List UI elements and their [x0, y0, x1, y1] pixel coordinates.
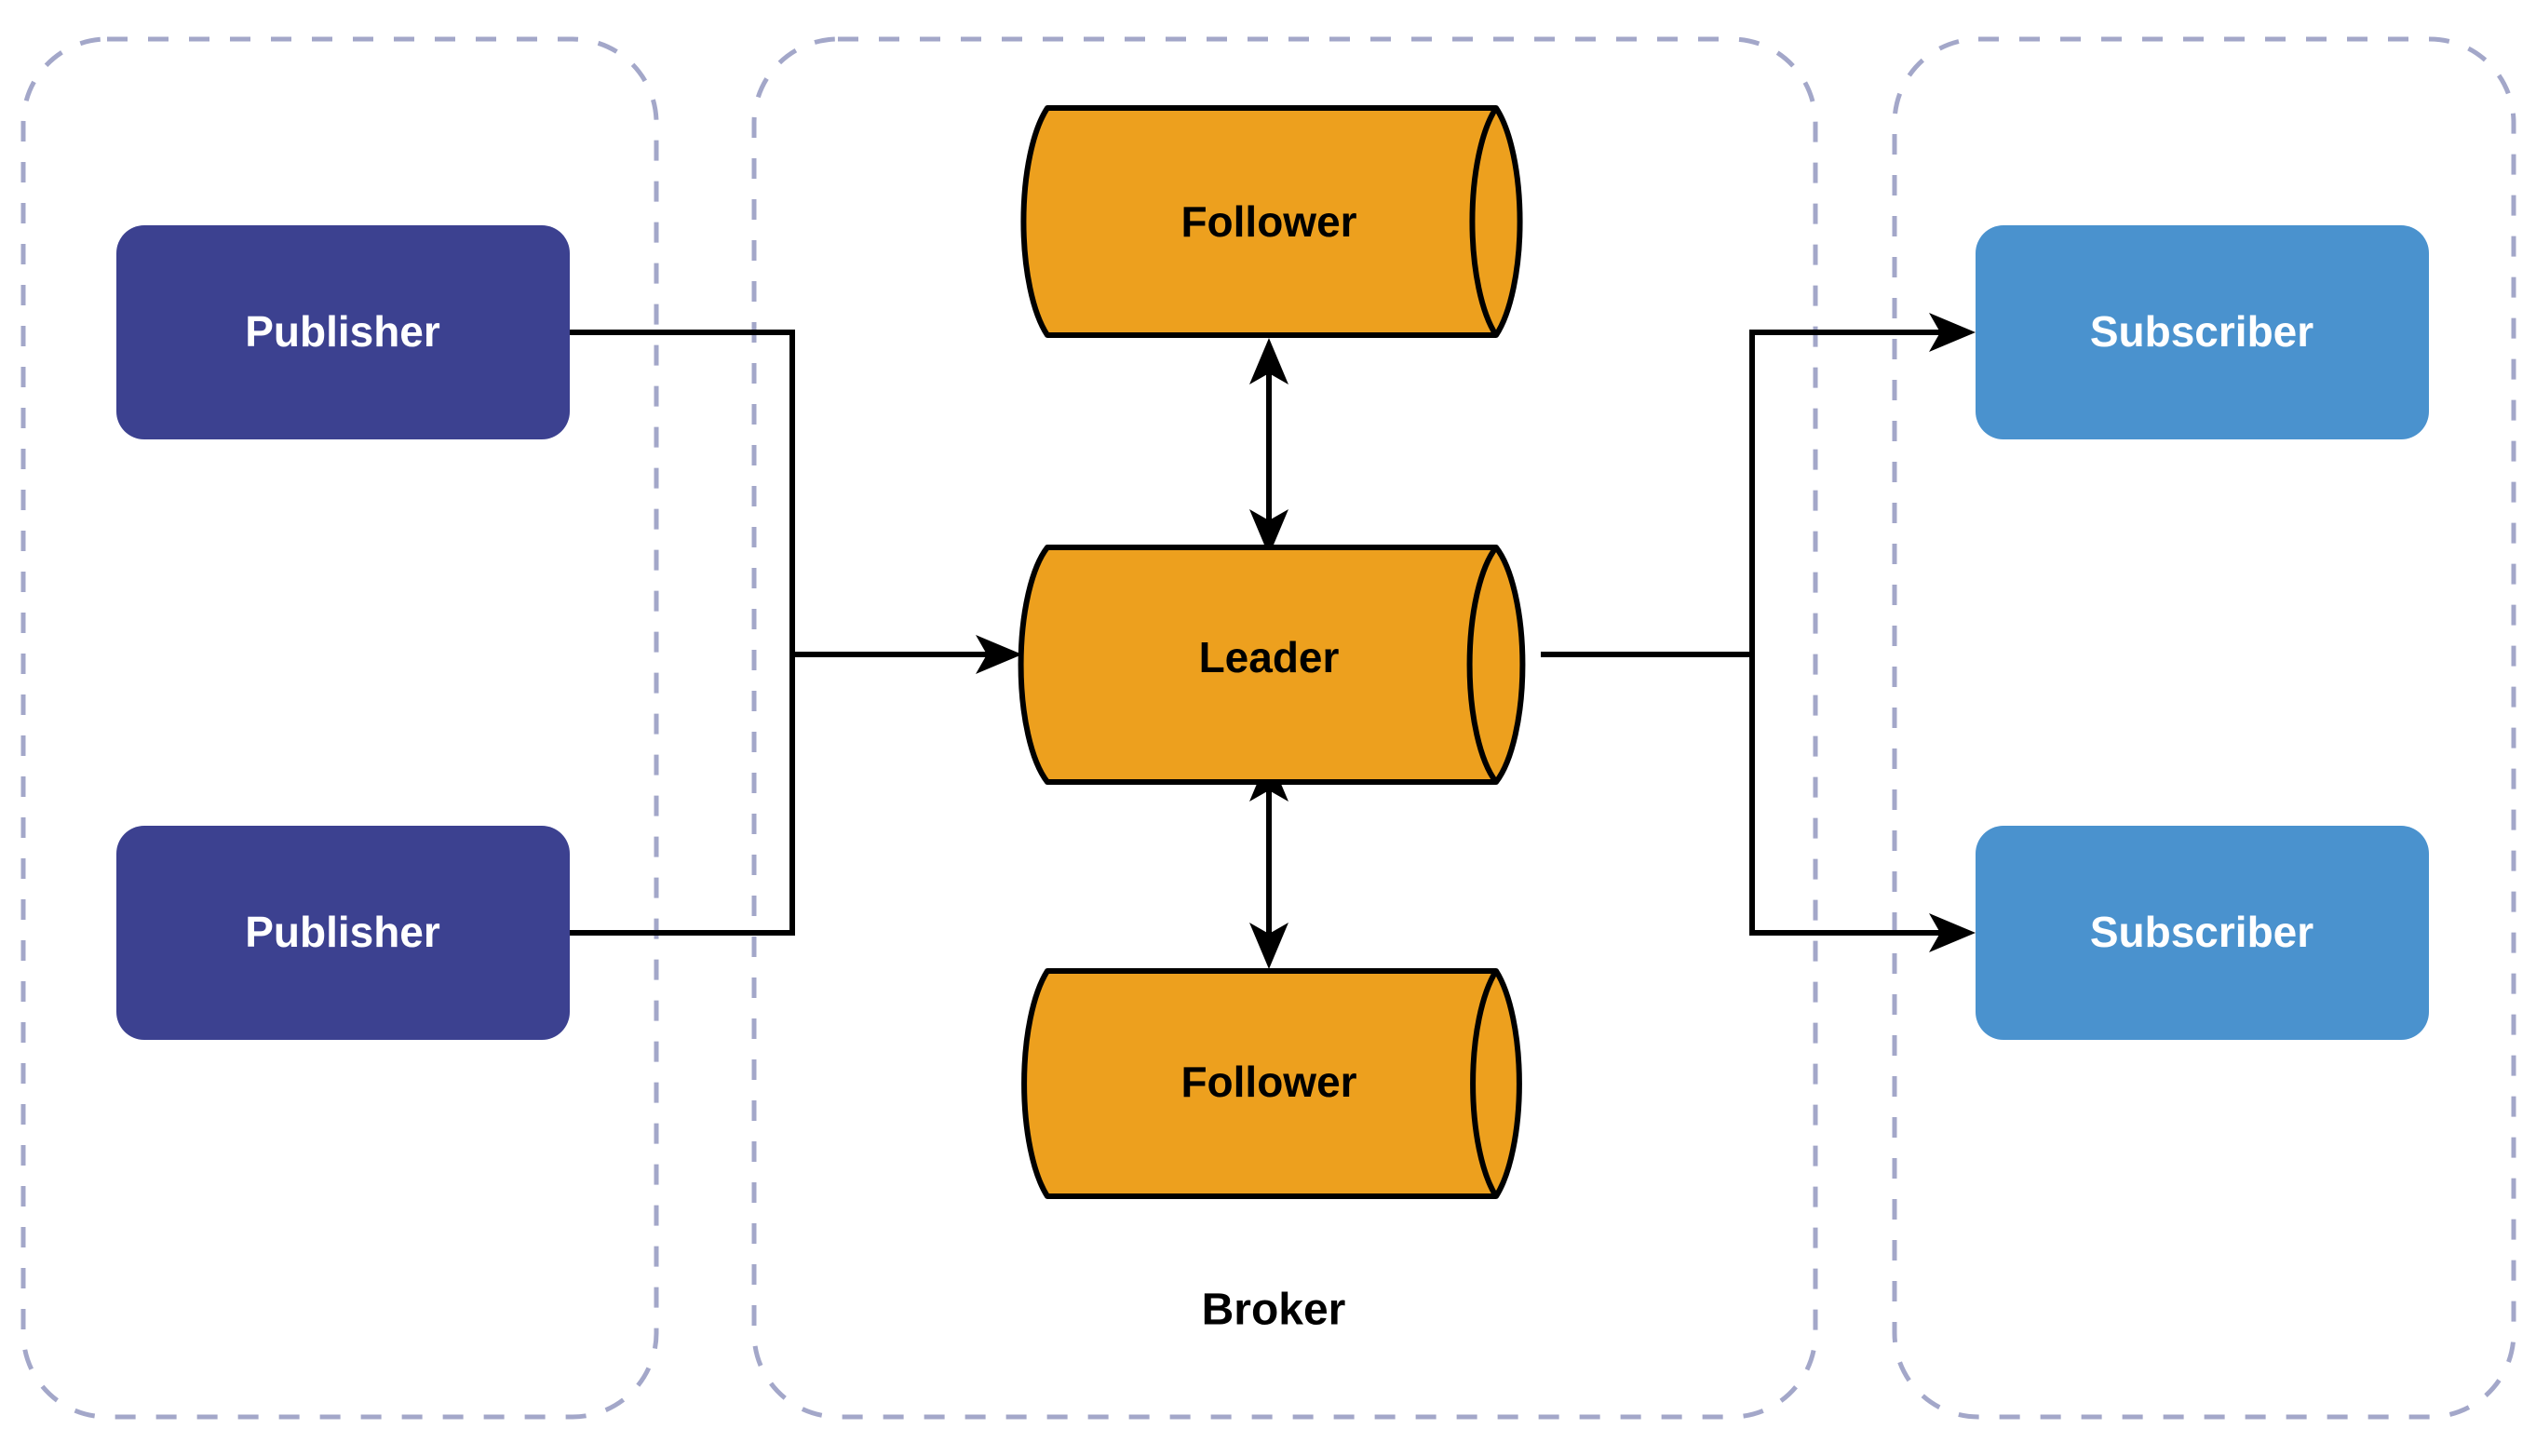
follower-bottom-label: Follower — [1180, 1058, 1356, 1106]
group-subscribers — [1892, 36, 2516, 1420]
arrowhead-up-follower-top — [1249, 338, 1288, 384]
follower-bottom-cap — [1470, 969, 1499, 1198]
subscriber-2-label: Subscriber — [2090, 908, 2313, 956]
node-publisher-2[interactable]: Publisher — [116, 826, 570, 1040]
group-publishers — [20, 36, 659, 1420]
node-publisher-1[interactable]: Publisher — [116, 225, 570, 439]
publisher-1-shape — [116, 225, 570, 439]
publisher-2-shape — [116, 826, 570, 1040]
publisher-1-label: Publisher — [245, 307, 440, 356]
node-leader[interactable]: Leader — [1018, 545, 1526, 785]
arrowhead-down-follower-bottom — [1249, 923, 1288, 969]
node-follower-top[interactable]: Follower — [1020, 105, 1523, 338]
subscriber-1-shape — [1976, 225, 2429, 439]
leader-cap — [1466, 546, 1499, 784]
group-broker-label: Broker — [1202, 1286, 1346, 1335]
arrowhead-bus-to-leader — [976, 635, 1022, 674]
publisher-2-label: Publisher — [245, 908, 440, 956]
arrowhead-to-subscriber2 — [1929, 913, 1976, 952]
subscriber-1-label: Subscriber — [2090, 307, 2313, 356]
follower-top-cap — [1469, 106, 1499, 337]
subscriber-2-shape — [1976, 826, 2429, 1040]
node-follower-bottom[interactable]: Follower — [1021, 968, 1522, 1199]
node-subscriber-1[interactable]: Subscriber — [1976, 225, 2429, 439]
arrowhead-to-subscriber1 — [1929, 313, 1976, 352]
node-subscriber-2[interactable]: Subscriber — [1976, 826, 2429, 1040]
follower-top-label: Follower — [1180, 197, 1356, 246]
leader-label: Leader — [1199, 633, 1340, 681]
arrowhead-down-leader-top — [1249, 509, 1288, 556]
